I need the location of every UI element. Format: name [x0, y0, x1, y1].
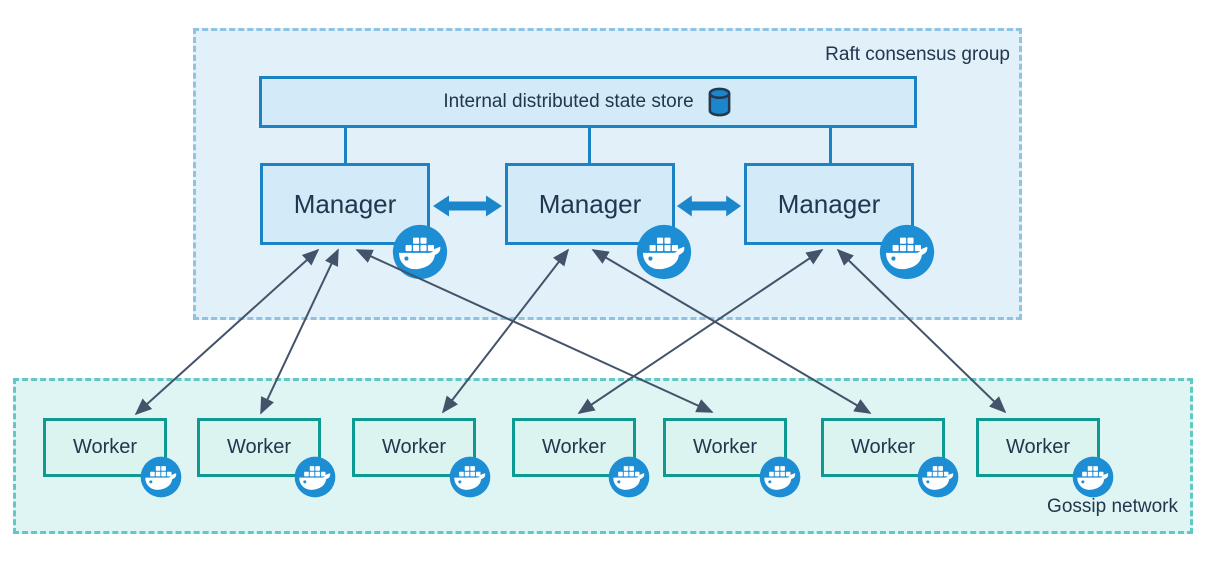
store-manager2-connector: [588, 128, 591, 164]
manager-node-3: Manager: [744, 163, 914, 245]
docker-whale-icon: [759, 456, 801, 498]
store-manager3-connector: [829, 128, 832, 164]
database-cylinder-icon: [708, 87, 731, 117]
docker-whale-icon: [917, 456, 959, 498]
docker-whale-icon: [392, 224, 448, 280]
worker-label: Worker: [226, 436, 292, 458]
state-store-box: Internal distributed state store: [259, 76, 917, 128]
manager-node-1: Manager: [260, 163, 430, 245]
manager-label: Manager: [777, 188, 881, 219]
docker-whale-icon: [636, 224, 692, 280]
worker-label: Worker: [692, 436, 758, 458]
gossip-network-label: Gossip network: [1047, 496, 1178, 517]
docker-whale-icon: [608, 456, 650, 498]
raft-group-label: Raft consensus group: [825, 44, 1010, 65]
manager-label: Manager: [538, 188, 642, 219]
manager2-manager3-arrow: [676, 192, 742, 220]
docker-whale-icon: [449, 456, 491, 498]
manager-node-2: Manager: [505, 163, 675, 245]
worker-label: Worker: [72, 436, 138, 458]
manager-label: Manager: [293, 188, 397, 219]
manager1-manager2-arrow: [432, 192, 503, 220]
docker-whale-icon: [140, 456, 182, 498]
worker-label: Worker: [381, 436, 447, 458]
state-store-label: Internal distributed state store: [443, 91, 694, 112]
docker-whale-icon: [1072, 456, 1114, 498]
worker-label: Worker: [541, 436, 607, 458]
docker-whale-icon: [294, 456, 336, 498]
worker-label: Worker: [1005, 436, 1071, 458]
store-manager1-connector: [344, 128, 347, 164]
docker-whale-icon: [879, 224, 935, 280]
worker-node-7: Worker: [976, 418, 1100, 477]
worker-label: Worker: [850, 436, 916, 458]
